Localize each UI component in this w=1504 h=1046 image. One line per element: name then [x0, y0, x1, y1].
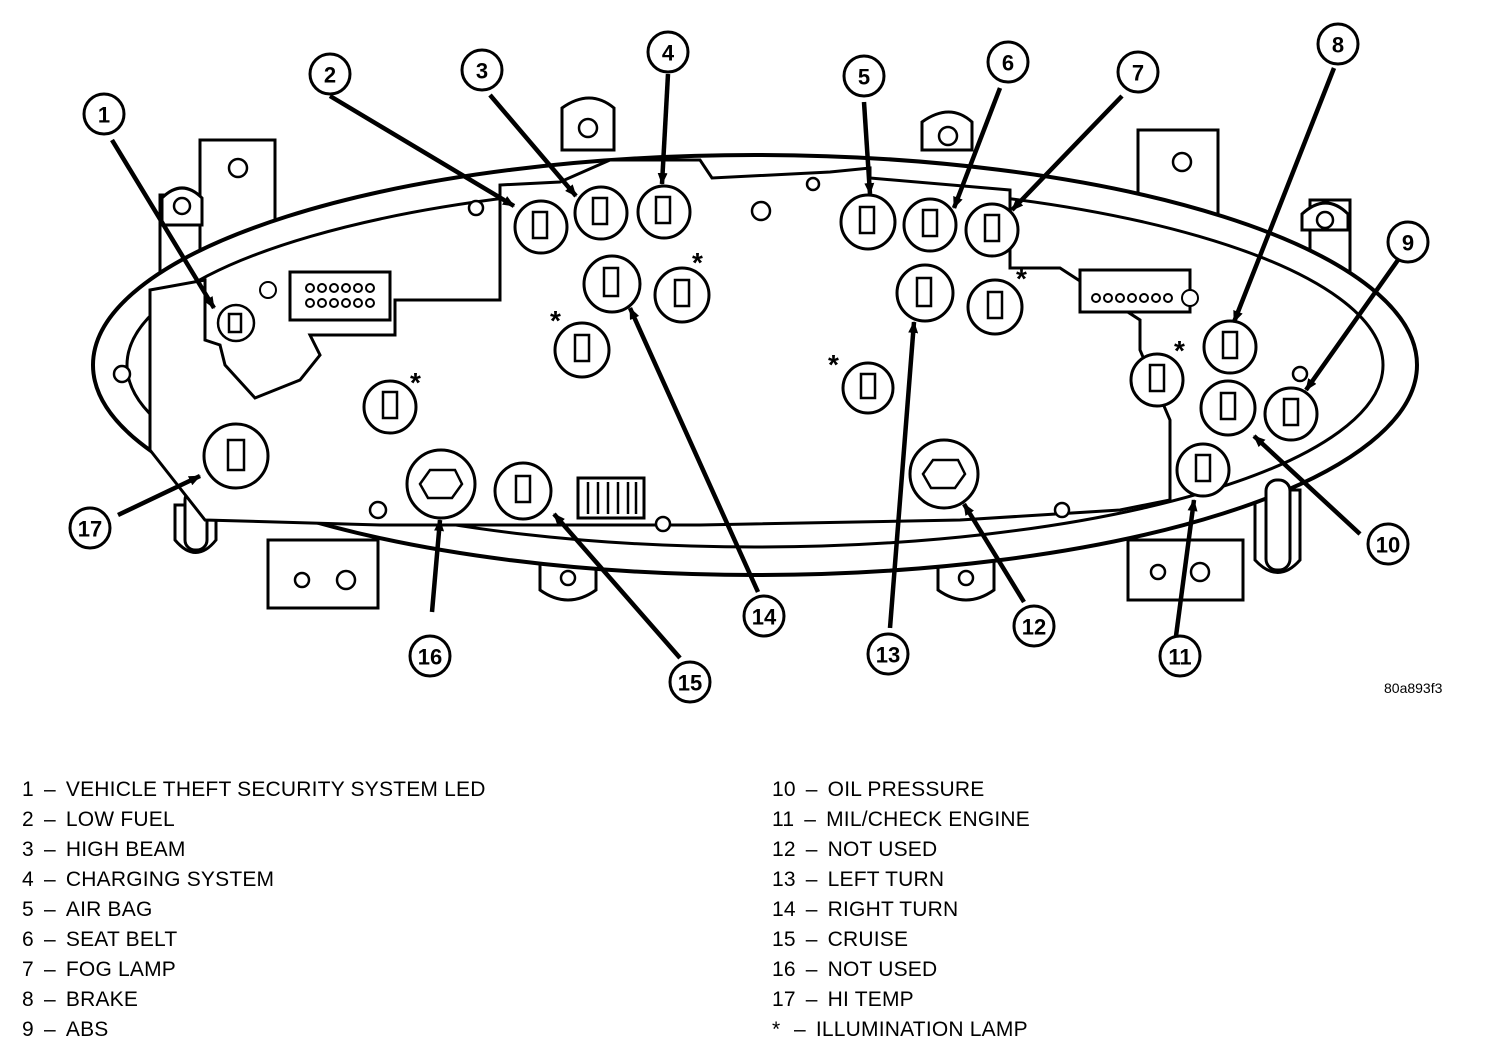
- svg-text:5: 5: [858, 65, 870, 90]
- legend-right: 10–OIL PRESSURE 11–MIL/CHECK ENGINE 12–N…: [772, 775, 1030, 1045]
- callout-2: [308, 52, 352, 96]
- legend-item: 6–SEAT BELT: [22, 928, 178, 951]
- socket-contacts: [226, 195, 1300, 504]
- svg-text:14: 14: [752, 605, 777, 630]
- callout-9: [1386, 220, 1430, 264]
- svg-text:8: 8: [1332, 33, 1344, 58]
- callout-4: [646, 30, 690, 74]
- callout-6: [986, 40, 1030, 84]
- legend-item: 17–HI TEMP: [772, 988, 914, 1011]
- legend-item: 3–HIGH BEAM: [22, 838, 186, 861]
- asterisk: *: [828, 349, 839, 380]
- connectors: [288, 268, 1192, 520]
- callout-numbers: 1 2 3 4 5 6 7 8 9 10 11 12 13 14 15 16 1…: [78, 33, 1414, 696]
- legend-item: 4–CHARGING SYSTEM: [22, 868, 275, 891]
- callout-circles: [68, 22, 1430, 704]
- svg-text:1: 1: [98, 103, 110, 128]
- legend-item: 15–CRUISE: [772, 928, 909, 951]
- svg-text:2: 2: [324, 63, 336, 88]
- callout-13: [866, 632, 910, 676]
- svg-text:11: 11: [1168, 645, 1191, 670]
- callout-1: [82, 92, 126, 136]
- asterisk: *: [1016, 263, 1027, 294]
- legend-item: 10–OIL PRESSURE: [772, 778, 985, 801]
- circuit-board: [148, 158, 1172, 527]
- callout-17: [68, 506, 112, 550]
- svg-text:9: 9: [1402, 231, 1414, 256]
- svg-text:4: 4: [662, 41, 675, 66]
- callout-3: [460, 48, 504, 92]
- svg-text:6: 6: [1002, 51, 1014, 76]
- svg-text:16: 16: [418, 645, 442, 670]
- svg-text:10: 10: [1376, 533, 1400, 558]
- svg-text:17: 17: [78, 517, 102, 542]
- callout-12: [1012, 604, 1056, 648]
- legend-item: 16–NOT USED: [772, 958, 938, 981]
- legend-item: 2–LOW FUEL: [22, 808, 175, 831]
- svg-text:3: 3: [476, 59, 488, 84]
- figure-reference: 80a893f3: [1384, 680, 1443, 696]
- callout-5: [842, 54, 886, 98]
- svg-text:13: 13: [876, 643, 900, 668]
- illumination-asterisks: * * * * * *: [410, 247, 1185, 398]
- svg-text:15: 15: [678, 671, 702, 696]
- legend-item: 9–ABS: [22, 1018, 109, 1041]
- legend-item: 8–BRAKE: [22, 988, 139, 1011]
- callout-10: [1366, 522, 1410, 566]
- legend-item: 1–VEHICLE THEFT SECURITY SYSTEM LED: [22, 778, 486, 801]
- instrument-cluster-diagram: * * * * * *: [68, 22, 1430, 704]
- svg-text:12: 12: [1022, 615, 1046, 640]
- callout-16: [408, 634, 452, 678]
- legend-left: 1–VEHICLE THEFT SECURITY SYSTEM LED 2–LO…: [22, 775, 486, 1045]
- legend-item: 7–FOG LAMP: [22, 958, 177, 981]
- legend-item: 11–MIL/CHECK ENGINE: [772, 808, 1030, 831]
- callout-14: [742, 594, 786, 638]
- asterisk: *: [410, 367, 421, 398]
- asterisk: *: [1174, 335, 1185, 366]
- bulb-sockets: [202, 184, 1319, 521]
- legend-item: *–ILLUMINATION LAMP: [772, 1018, 1028, 1041]
- callout-11: [1158, 634, 1202, 678]
- board-holes: [112, 176, 1309, 533]
- leader-arrows: [110, 67, 1400, 660]
- bracket-holes: [227, 151, 1211, 591]
- unused-gauge-holes: [405, 438, 980, 520]
- asterisk: *: [550, 305, 561, 336]
- legend-item: 5–AIR BAG: [22, 898, 153, 921]
- legend-item: 14–RIGHT TURN: [772, 898, 959, 921]
- asterisk: *: [692, 247, 703, 278]
- svg-text:7: 7: [1132, 61, 1144, 86]
- theft-led: [216, 303, 256, 343]
- callout-7: [1116, 50, 1160, 94]
- legend-item: 12–NOT USED: [772, 838, 938, 861]
- callout-8: [1316, 22, 1360, 66]
- legend-item: 13–LEFT TURN: [772, 868, 945, 891]
- callout-15: [668, 660, 712, 704]
